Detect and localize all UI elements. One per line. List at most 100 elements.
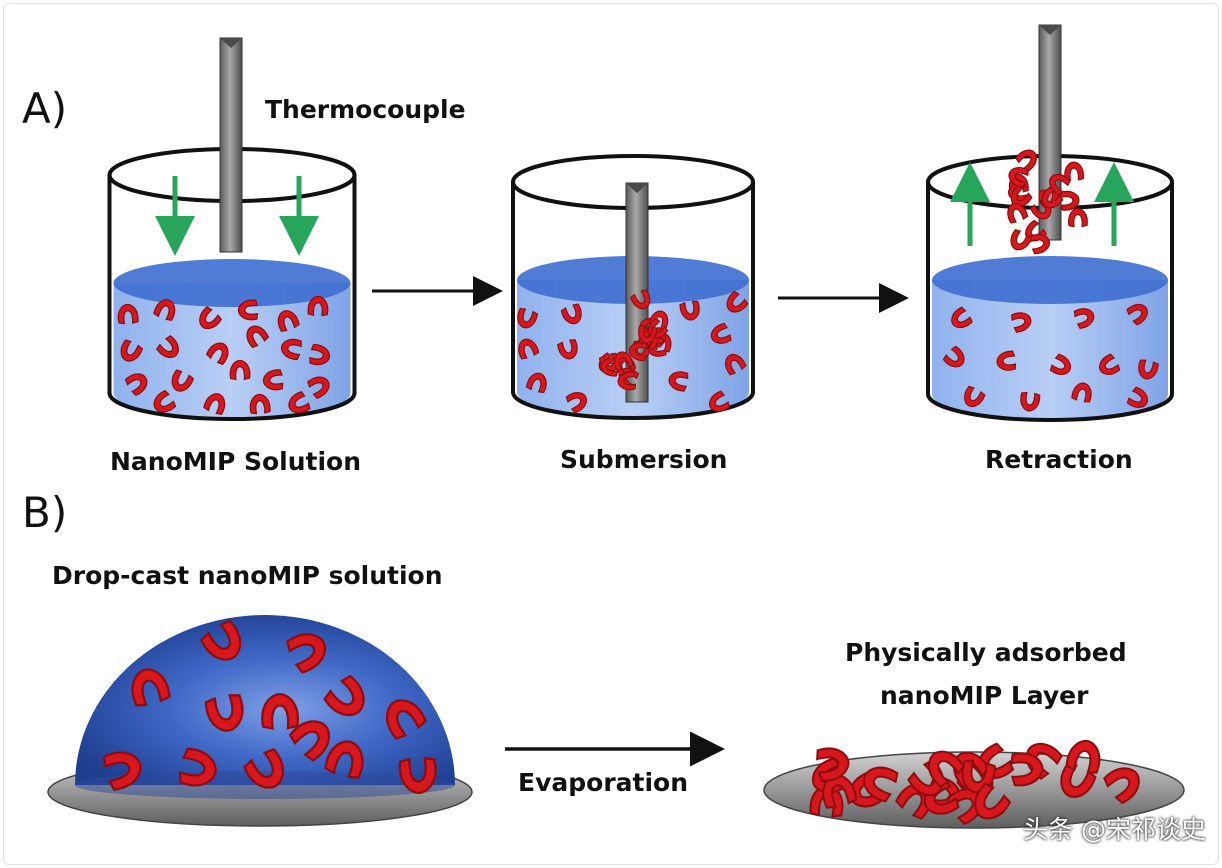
beakers-layer <box>107 24 1174 422</box>
nanomip-particle <box>1015 149 1037 172</box>
nanomip-particle <box>726 290 749 313</box>
nanomip-particle <box>1049 173 1071 196</box>
nanomip-particle <box>863 766 899 803</box>
watermark: 头条 @宋祁谈史 <box>1023 815 1206 844</box>
nanomip-particle <box>307 295 329 317</box>
liquid-surface <box>932 256 1168 304</box>
nanomip-particle <box>628 342 648 362</box>
nanomip-particle <box>124 373 148 397</box>
nanomip-particle <box>261 692 299 730</box>
nanomip-particle <box>1099 353 1121 375</box>
nanomip-particle <box>951 306 973 329</box>
adsorbed-label-line1: Physically adsorbed <box>845 638 1127 667</box>
nanomip-particle <box>1008 167 1030 188</box>
nanomip-particle <box>246 325 270 349</box>
nanomip-particle <box>614 351 634 371</box>
nanomip-particle <box>200 619 242 661</box>
nanomip-particle <box>285 633 327 674</box>
nanomip-particle <box>928 750 966 788</box>
nanomip-particle <box>1126 303 1148 326</box>
nanomip-particle <box>120 339 144 362</box>
nanomip-particle <box>1030 233 1051 255</box>
nanomip-particle <box>679 300 700 321</box>
nanomip-particle <box>229 359 251 381</box>
nanomip-particle <box>156 335 179 359</box>
nanomip-particle <box>1126 386 1149 408</box>
nanomip-particle <box>277 310 300 332</box>
drop-cast-label: Drop-cast nanoMIP solution <box>52 561 443 590</box>
nanomip-particle <box>1020 391 1041 412</box>
nanomip-particle <box>638 325 658 344</box>
evaporation-label: Evaporation <box>518 768 689 797</box>
nanomip-particle <box>386 699 427 740</box>
beaker-bottom <box>107 392 357 421</box>
nanomip-particle <box>518 338 540 360</box>
nanomip-particle <box>280 338 302 361</box>
nanomip-particle <box>117 303 139 325</box>
nanomip-particle <box>816 747 850 782</box>
nanomip-particle <box>557 339 578 360</box>
nanomip-particle <box>288 720 331 762</box>
nanomip-particle <box>1010 228 1032 251</box>
nanomip-particle <box>964 385 986 408</box>
nanomip-particle <box>237 299 259 321</box>
droplet-dome <box>75 615 455 785</box>
nanomip-particle <box>1041 186 1064 209</box>
liquid-body <box>932 280 1168 420</box>
nanomip-particle <box>178 747 217 787</box>
nanomip-particle <box>708 390 731 412</box>
nanomip-particle <box>630 289 651 310</box>
nanomip-particle <box>668 371 689 392</box>
nanomip-particle <box>1103 767 1140 805</box>
nanomip-particle <box>1071 382 1092 403</box>
submersion-label: Submersion <box>560 445 728 474</box>
thermocouple-rod <box>219 37 243 253</box>
nanomip-particle <box>1068 207 1088 228</box>
nanomip-particle <box>1064 161 1085 182</box>
nanomip-particle <box>153 299 176 321</box>
retraction-label: Retraction <box>985 445 1133 474</box>
nanomip-particle <box>517 307 539 329</box>
nanomip-particle <box>1010 185 1033 207</box>
nanomip-particle <box>171 369 195 392</box>
nanomip-particle <box>942 345 965 368</box>
nanomip-particle <box>204 694 244 732</box>
nanomip-particle <box>617 371 637 391</box>
nanomip-particle <box>710 322 732 344</box>
nanomip-particle <box>560 303 582 325</box>
nanomip-particle <box>1011 312 1032 333</box>
nanomip-particle <box>324 740 364 779</box>
nanomip-particle <box>1138 359 1159 380</box>
thermocouple-label: Thermocouple <box>265 95 466 124</box>
nanomip-particle <box>153 389 177 413</box>
nanomip-particle <box>205 342 229 366</box>
nanomip-particle <box>974 782 1012 820</box>
nanomip-particle <box>199 306 223 330</box>
nanomip-particle <box>323 674 365 717</box>
nanomip-particle <box>996 350 1017 371</box>
nanomip-particle <box>1007 202 1029 224</box>
adsorbed-label-line2: nanoMIP Layer <box>880 681 1089 710</box>
nanomip-particle <box>249 393 271 415</box>
panel-a-label: A) <box>22 84 68 133</box>
liquid-surface <box>113 259 351 307</box>
nanomip-particle <box>262 369 284 391</box>
nanomip-particle <box>307 376 330 400</box>
panel-b-layer <box>47 615 1185 829</box>
panel-b-label: B) <box>22 488 68 537</box>
beaker-bottom <box>926 393 1174 422</box>
nanomip-particle <box>1049 353 1072 375</box>
beaker-bottom <box>511 391 755 420</box>
nanomip-particle <box>398 756 437 794</box>
nanomip-particle <box>1073 308 1095 330</box>
nanomip-particle <box>565 392 588 414</box>
nanomip-particle <box>1065 739 1101 774</box>
nanomip-particle <box>102 751 142 791</box>
nanomip-particle <box>309 343 331 366</box>
arrows-layer <box>372 276 909 767</box>
nanomip-particle <box>525 372 547 394</box>
nanomip-particle <box>243 748 284 789</box>
nanomip-particle <box>725 354 747 376</box>
nanomip-solution-label: NanoMIP Solution <box>110 447 362 476</box>
